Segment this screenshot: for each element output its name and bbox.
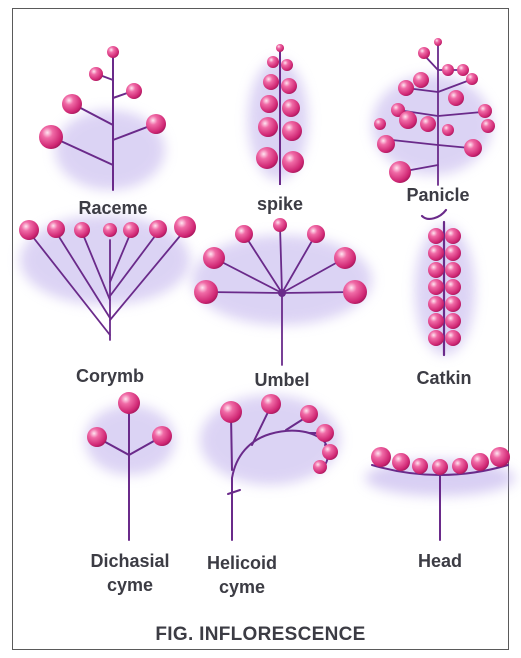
helicoid-cyme-label-line-1: Helicoid (186, 551, 298, 575)
dichasial-cyme-diagram (85, 392, 175, 540)
umbel-label: Umbel (232, 368, 332, 392)
raceme-diagram (39, 46, 166, 190)
helicoid-cyme-label-line-2: cyme (186, 575, 298, 599)
catkin-diagram (415, 210, 475, 355)
helicoid-cyme-diagram (200, 394, 340, 540)
spike-label: spike (240, 192, 320, 216)
dichasial-cyme-label-line-2: cyme (68, 573, 192, 597)
head-diagram (365, 447, 515, 540)
dichasial-cyme-label-line-1: Dichasial (68, 549, 192, 573)
panicle-label: Panicle (388, 183, 488, 207)
corymb-diagram (19, 215, 196, 340)
umbel-diagram (192, 218, 372, 365)
panicle-diagram (372, 38, 495, 185)
raceme-label: Raceme (58, 196, 168, 220)
figure-caption: FIG. INFLORESCENCE (12, 624, 509, 646)
corymb-label: Corymb (55, 364, 165, 388)
spike-diagram (248, 44, 308, 185)
helicoid-cyme-label: Helicoid cyme (186, 551, 298, 599)
dichasial-cyme-label: Dichasial cyme (68, 549, 192, 597)
catkin-label: Catkin (392, 366, 496, 390)
head-label: Head (392, 549, 488, 573)
